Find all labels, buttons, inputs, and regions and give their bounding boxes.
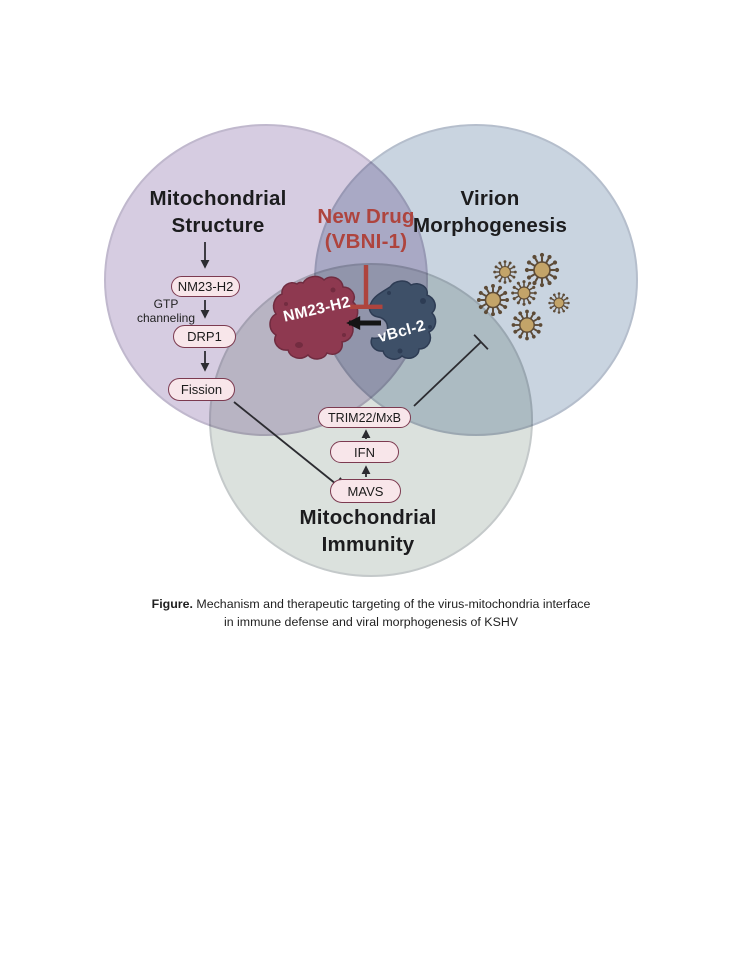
caption-text1: Mechanism and therapeutic targeting of t… [196,597,591,611]
drp1-node: DRP1 [173,325,236,348]
gtp-channeling-label: GTP channeling [126,297,206,325]
fission-node: Fission [168,378,235,401]
structure-heading-line1: Mitochondrial [149,187,287,210]
virion-heading-line1: Virion [460,187,520,210]
structure-heading: Mitochondrial Structure [93,185,343,239]
gtp-channeling-line1: GTP [153,297,179,311]
structure-heading-line2: Structure [171,214,265,237]
trim22-mxb-node: TRIM22/MxB [318,407,411,428]
immunity-heading-line2: Immunity [321,533,415,556]
mavs-node: MAVS [330,479,401,503]
caption-label: Figure. [151,597,193,611]
gtp-channeling-line2: channeling [136,311,196,325]
immunity-heading-line1: Mitochondrial [299,506,437,529]
new-drug-heading: New Drug (VBNI-1) [256,204,476,254]
ifn-node: IFN [330,441,399,463]
nm23h2-node: NM23-H2 [171,276,240,297]
new-drug-heading-line1: New Drug [317,205,415,228]
virion-heading-line2: Morphogenesis [412,214,568,237]
new-drug-heading-line2: (VBNI-1) [324,230,408,253]
caption-text2: in immune defense and viral morphogenesi… [223,614,519,629]
caption-line1: Figure. Mechanism and therapeutic target… [76,596,666,614]
virion-heading: Virion Morphogenesis [365,185,615,239]
figure-caption: Figure. Mechanism and therapeutic target… [76,596,666,631]
immunity-heading: Mitochondrial Immunity [243,504,493,558]
